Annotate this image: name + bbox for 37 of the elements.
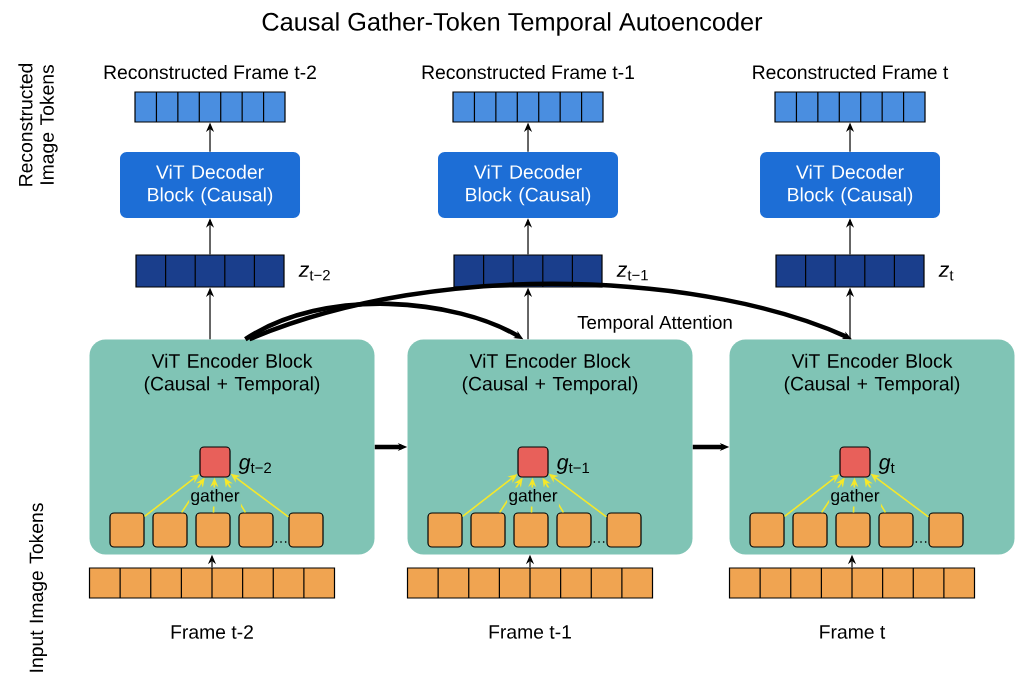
frame-heading: Reconstructed Frame t-2 [104,64,316,80]
ellipsis: … [275,541,287,543]
token-square [152,512,188,548]
decoder-box: ViT Decoder Block (Causal) [760,152,940,218]
token-square [749,512,785,548]
token-square [835,512,871,548]
ellipsis: … [915,541,927,543]
frame-label: Frame t-1 [489,625,571,639]
symbol-label: z$_{t−2}$ [298,265,330,281]
decoder-box: ViT Decoder Block (Causal) [120,152,300,218]
token-square [427,512,463,548]
axis-label: Reconstructed Image Tokens [18,63,58,186]
frame-label: Frame t-2 [171,625,253,639]
token-square [109,512,145,548]
symbol-label: z$_{t−1}$ [616,265,648,281]
ellipsis: … [593,541,605,543]
frame-heading: Reconstructed Frame t [753,64,949,80]
decoder-box: ViT Decoder Block (Causal) [438,152,618,218]
token-square [606,512,642,548]
symbol-label: g$_{t}$ [878,458,895,474]
edge-label: Temporal Attention [575,313,735,335]
title: Causal Gather-Token Temporal Autoencoder [262,12,763,36]
token-square [878,512,914,548]
token-square [556,512,592,548]
symbol-label: g$_{t−2}$ [238,458,271,474]
token-square [792,512,828,548]
token-square [195,512,231,548]
frame-heading: Reconstructed Frame t-1 [422,64,634,80]
symbol-label: z$_{t}$ [938,265,954,281]
token-square [288,512,324,548]
frame-label: Frame t [820,625,886,639]
axis-label: Input Image Tokens [29,503,47,672]
token-square [470,512,506,548]
symbol-label: g$_{t−1}$ [556,458,589,474]
token-square [513,512,549,548]
token-square [238,512,274,548]
token-square [928,512,964,548]
